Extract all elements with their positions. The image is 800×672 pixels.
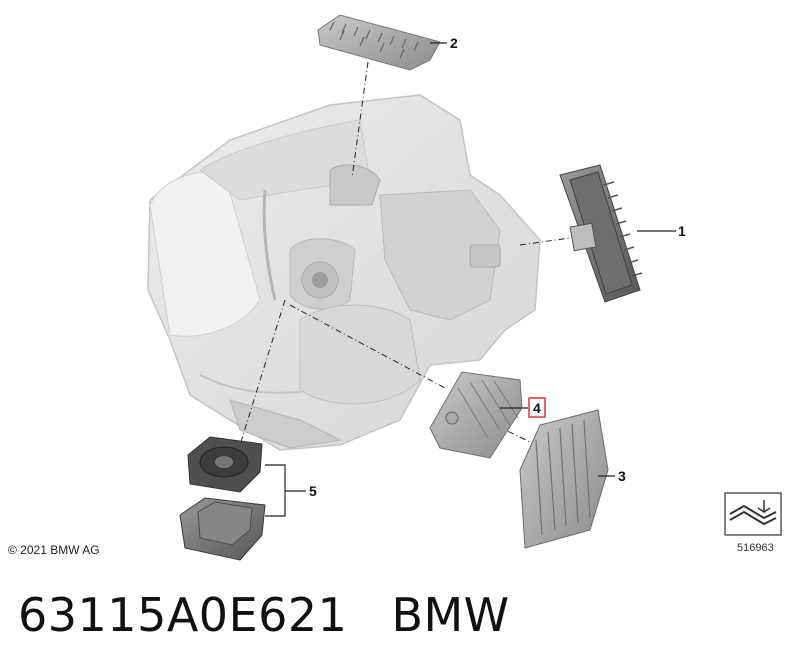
reference-number: 516963	[737, 542, 774, 554]
part-number: 63115A0E621	[18, 588, 348, 642]
callout-4-highlight-box	[528, 397, 546, 418]
callout-1: 1	[678, 223, 686, 239]
explosion-lines	[239, 61, 571, 446]
part-1-control-unit	[559, 164, 643, 303]
part-4-led-module	[429, 371, 523, 459]
leader-lines	[265, 42, 676, 517]
reference-box-icon	[724, 492, 782, 536]
brand-name: BMW	[391, 588, 510, 642]
exploded-parts-diagram: 2 1 4 3 5	[147, 14, 686, 561]
callout-2: 2	[450, 35, 458, 51]
callout-3: 3	[618, 468, 626, 484]
part-5-fan	[187, 436, 263, 493]
callout-5: 5	[309, 483, 317, 499]
copyright-notice: © 2021 BMW AG	[8, 543, 100, 557]
headlight-housing	[147, 94, 541, 451]
part-5-fan-housing	[179, 497, 266, 561]
part-3-heatsink	[519, 409, 609, 549]
footer-caption: 63115A0E621 BMW	[18, 588, 510, 642]
part-2-heatsink	[317, 14, 441, 71]
callout-4: 4	[533, 400, 541, 416]
